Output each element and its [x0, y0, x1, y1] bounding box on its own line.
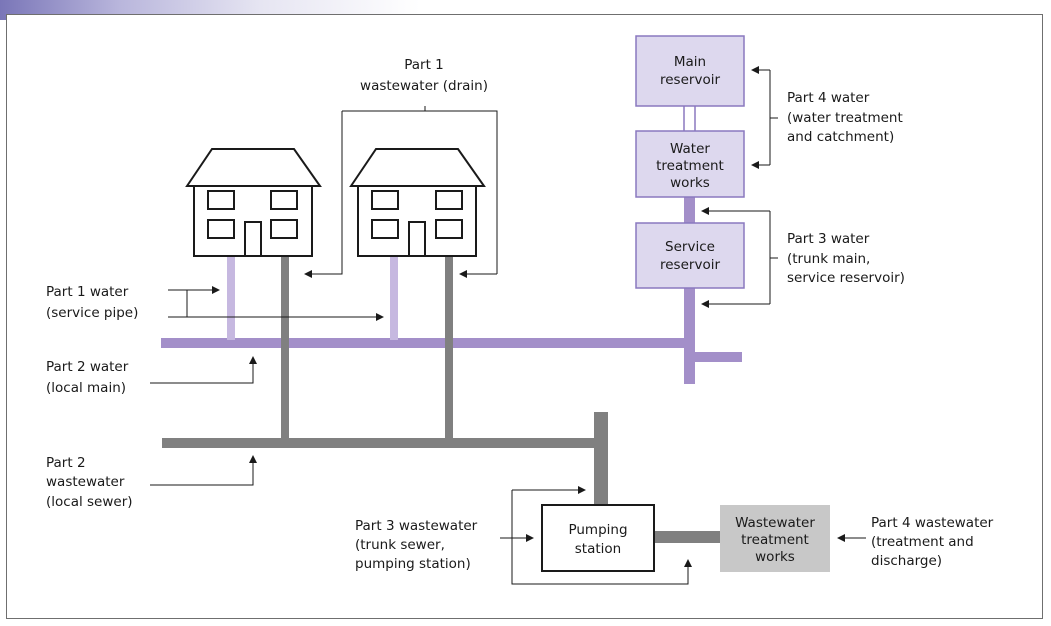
- part3-wastewater-bracket: [511, 490, 692, 585]
- main-reservoir-line-2: reservoir: [660, 72, 720, 88]
- service-pipe-house-2: [390, 256, 398, 340]
- sewer-pipes: [162, 256, 720, 543]
- part1-wastewater-bracket: [342, 110, 498, 274]
- local-main-pipe: [161, 338, 695, 348]
- part2-wastewater-line-3: (local sewer): [46, 494, 133, 510]
- part1-wastewater-drain-1-line: [304, 111, 343, 278]
- part2-water-line-2: (local main): [46, 380, 126, 396]
- part4-wastewater-line-3: discharge): [871, 553, 942, 569]
- house-2-window-tr: [435, 190, 463, 210]
- house-2: [349, 148, 486, 257]
- house-1-window-br: [270, 219, 298, 239]
- trunk-main-lower: [684, 288, 695, 384]
- wastewater-treatment-line-2: treatment: [741, 532, 809, 548]
- house-1: [185, 148, 322, 257]
- label-part3-wastewater: Part 3 wastewater (trunk sewer, pumping …: [355, 518, 478, 572]
- part2-water-line-1: Part 2 water: [46, 359, 129, 375]
- local-sewer-pipe: [162, 438, 608, 448]
- label-part4-wastewater: Part 4 wastewater (treatment and dischar…: [871, 515, 994, 569]
- pumping-to-treatment-pipe: [654, 531, 720, 543]
- house-1-roof: [185, 148, 322, 187]
- part1-water-line-1: Part 1 water: [46, 284, 129, 300]
- water-pipes: [161, 106, 742, 384]
- part4-wastewater-line-1: Part 4 wastewater: [871, 515, 994, 531]
- label-part3-water: Part 3 water (trunk main, service reserv…: [787, 231, 905, 286]
- part3-water-line-1: Part 3 water: [787, 231, 870, 247]
- service-reservoir-box: Service reservoir: [635, 222, 745, 289]
- house-2-roof: [349, 148, 486, 187]
- main-reservoir-line-1: Main: [674, 54, 706, 70]
- label-part2-wastewater: Part 2 wastewater (local sewer): [46, 455, 133, 510]
- wastewater-treatment-line-1: Wastewater: [735, 515, 815, 531]
- wastewater-treatment-line-3: works: [755, 549, 795, 565]
- trunk-main-upper: [684, 197, 695, 223]
- label-part1-water: Part 1 water (service pipe): [46, 284, 138, 321]
- water-treatment-works-box: Water treatment works: [635, 130, 745, 198]
- service-pipe-house-1: [227, 256, 235, 340]
- part3-wastewater-line-1: Part 3 wastewater: [355, 518, 478, 534]
- label-part2-water: Part 2 water (local main): [46, 359, 129, 396]
- part3-water-line-2: (trunk main,: [787, 251, 870, 267]
- house-1-window-bl: [207, 219, 235, 239]
- main-reservoir-box: Main reservoir: [635, 35, 745, 107]
- trunk-sewer-vertical: [594, 412, 608, 505]
- part3-water-line-3: service reservoir): [787, 270, 905, 286]
- part4-wastewater-line-2: (treatment and: [871, 534, 974, 550]
- part4-water-line-1: Part 4 water: [787, 90, 870, 106]
- part2-water-line: [150, 356, 257, 384]
- part2-wastewater-line: [150, 455, 257, 486]
- trunk-main-branch: [684, 352, 742, 362]
- house-1-door: [244, 221, 262, 257]
- drain-house-1: [281, 256, 289, 444]
- part1-wastewater-line-1: Part 1: [404, 57, 444, 73]
- house-1-window-tr: [270, 190, 298, 210]
- wastewater-treatment-works-box: Wastewater treatment works: [720, 505, 830, 572]
- label-part4-water: Part 4 water (water treatment and catchm…: [787, 90, 903, 145]
- service-reservoir-line-1: Service: [665, 239, 715, 255]
- part4-water-line-3: and catchment): [787, 129, 894, 145]
- part2-wastewater-line-2: wastewater: [46, 474, 125, 490]
- pumping-station-box: Pumping station: [541, 504, 655, 572]
- label-part1-wastewater: Part 1 wastewater (drain): [360, 57, 488, 94]
- house-2-window-tl: [371, 190, 399, 210]
- drain-house-2: [445, 256, 453, 444]
- service-reservoir-line-2: reservoir: [660, 257, 720, 273]
- part3-wastewater-line-2: (trunk sewer,: [355, 537, 445, 553]
- house-1-window-tl: [207, 190, 235, 210]
- part2-wastewater-line-1: Part 2: [46, 455, 86, 471]
- part1-wastewater-line-2: wastewater (drain): [360, 78, 488, 94]
- pumping-station-line-2: station: [575, 541, 621, 557]
- part1-water-bracket: [168, 289, 188, 318]
- water-treatment-line-2: treatment: [656, 158, 724, 174]
- water-treatment-line-1: Water: [670, 141, 710, 157]
- house-2-window-br: [435, 219, 463, 239]
- part3-wastewater-line-3: pumping station): [355, 556, 471, 572]
- part4-water-line-2: (water treatment: [787, 110, 903, 126]
- house-2-window-bl: [371, 219, 399, 239]
- callout-lines: [150, 66, 866, 585]
- water-treatment-line-3: works: [670, 175, 710, 191]
- house-2-door: [408, 221, 426, 257]
- part1-water-line-2: (service pipe): [46, 305, 138, 321]
- pumping-station-line-1: Pumping: [568, 522, 627, 538]
